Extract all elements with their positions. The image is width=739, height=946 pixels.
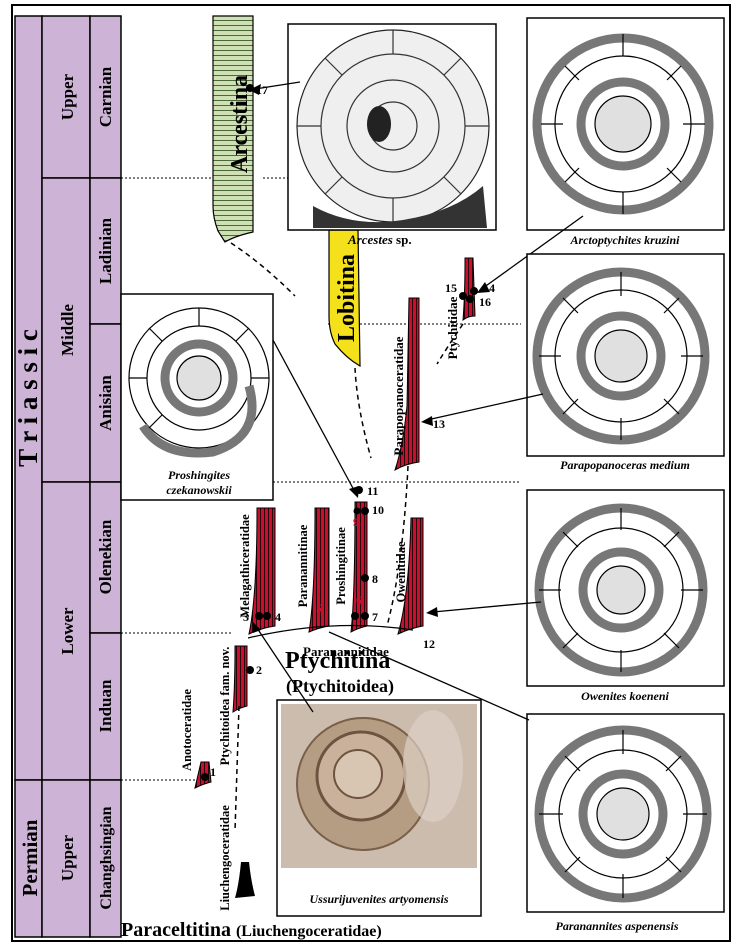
proshingitinae-range: Proshingitinae: [334, 502, 367, 632]
ptychitidae-range: Ptychitidae: [445, 258, 475, 359]
anotoceratidae-label: Anotoceratidae: [180, 689, 194, 771]
arcestes-caption: Arcestes sp.: [347, 232, 412, 247]
proshingites-caption-1: Proshingites: [168, 468, 230, 482]
arcestes-specimen: Arcestes sp.: [288, 24, 496, 247]
anotoceratidae-range: Anotoceratidae: [180, 689, 211, 788]
point-6: 6: [356, 593, 362, 607]
permian-label: Permian: [18, 819, 42, 896]
svg-text:16: 16: [479, 295, 491, 309]
arrow-proshingites: [273, 340, 355, 492]
svg-text:3: 3: [243, 610, 249, 624]
point-13: 13: [433, 417, 445, 431]
svg-text:15: 15: [445, 281, 457, 295]
svg-text:8: 8: [372, 572, 378, 586]
point-2: [246, 666, 254, 674]
stage-ladinian-label: Ladinian: [96, 217, 115, 284]
point-14: [470, 287, 478, 295]
series-upper-label: Upper: [58, 73, 77, 120]
point-8: [361, 574, 369, 582]
proshingites-specimen: Proshingites czekanowskii: [121, 294, 273, 500]
point-15: [459, 292, 467, 300]
parapopanoceras-specimen: Parapopanoceras medium: [527, 254, 724, 472]
stage-olenekian-label: Olenekian: [96, 519, 115, 594]
ptychitoidea-fam-nov-label: Ptychitoidea fam. nov.: [218, 647, 232, 766]
svg-text:7: 7: [372, 610, 378, 624]
svg-text:11: 11: [367, 484, 378, 498]
series-permian-upper-label: Upper: [58, 834, 77, 881]
paranannites-specimen: Paranannites aspenensis: [527, 714, 724, 933]
figure-frame: T r i a s s i c Upper Middle Lower Carni…: [11, 4, 731, 942]
phylogeny-diagram: T r i a s s i c Upper Middle Lower Carni…: [13, 6, 729, 940]
svg-text:2: 2: [256, 663, 262, 677]
svg-text:1: 1: [210, 765, 216, 779]
svg-text:17: 17: [256, 83, 268, 97]
paranannites-caption: Paranannites aspenensis: [555, 919, 678, 933]
owenitidae-label: Owenitidae: [394, 541, 408, 603]
series-middle-label: Middle: [58, 304, 77, 356]
stage-induan-label: Induan: [96, 679, 115, 732]
lobitina-label: Lobitina: [334, 254, 360, 342]
owenites-specimen: Owenites koeneni: [527, 490, 724, 703]
point-17: [246, 84, 254, 92]
point-1: [201, 773, 209, 781]
point-5: 5: [316, 601, 322, 615]
paranannitinae-label: Paranannitinae: [296, 524, 310, 607]
melagathiceratidae-label: Melagathiceratidae: [238, 514, 252, 618]
liuchengoceratidae-label: Liuchengoceratidae: [218, 805, 232, 911]
point-11: [355, 486, 363, 494]
fam-nov-dashed-link: [235, 706, 239, 831]
parapopanoceratidae-label: Parapopanoceratidae: [391, 336, 406, 455]
stratigraphic-column: T r i a s s i c Upper Middle Lower Carni…: [13, 16, 121, 937]
ussurijuvenites-caption: Ussurijuvenites artyomensis: [309, 892, 448, 906]
owenites-caption: Owenites koeneni: [581, 689, 669, 703]
stage-anisian-label: Anisian: [96, 375, 115, 431]
paraceltitina-label: Paraceltitina (Liuchengoceratidae): [121, 919, 382, 940]
point-10: [361, 507, 369, 515]
paranannitidae-bracket: [248, 626, 413, 639]
proshingitinae-label: Proshingitinae: [334, 527, 348, 605]
svg-text:4: 4: [275, 610, 281, 624]
point-7: [361, 612, 369, 620]
liuchengoceratidae-range: Liuchengoceratidae: [218, 805, 255, 911]
arcestina-clade: Arcestina: [213, 16, 253, 242]
series-lower-label: Lower: [58, 607, 77, 655]
arctoptychites-caption: Arctoptychites kruzini: [569, 233, 680, 247]
ptychitoidea-label: (Ptychitoidea): [286, 676, 394, 697]
ussurijuvenites-specimen: Ussurijuvenites artyomensis: [277, 700, 481, 916]
paranannitinae-range: Paranannitinae: [296, 508, 329, 632]
point-4: [263, 612, 271, 620]
stage-carnian-label: Carnian: [96, 66, 115, 127]
owenitidae-range: Owenitidae: [394, 518, 423, 634]
point-9: 9: [353, 515, 359, 529]
arctoptychites-specimen: Arctoptychites kruzini: [527, 18, 724, 247]
triassic-label: T r i a s s i c: [13, 329, 43, 467]
point-3: [255, 612, 263, 620]
svg-text:10: 10: [372, 503, 384, 517]
point-16: [466, 295, 474, 303]
stage-changhsingian-label: Changhsingian: [98, 806, 115, 909]
arcestina-dashed-link: [231, 243, 295, 296]
ptychitidae-label: Ptychitidae: [445, 296, 460, 359]
lobitina-clade: Lobitina: [329, 230, 360, 366]
parapopanoceras-caption: Parapopanoceras medium: [560, 458, 690, 472]
svg-text:14: 14: [483, 281, 495, 295]
arrow-owenites: [433, 602, 541, 612]
lobitina-dashed-link: [355, 368, 371, 458]
point-12: 12: [423, 637, 435, 651]
fam-nov-range: Ptychitoidea fam. nov.: [218, 646, 247, 765]
proshingites-caption-2: czekanowskii: [166, 483, 232, 497]
